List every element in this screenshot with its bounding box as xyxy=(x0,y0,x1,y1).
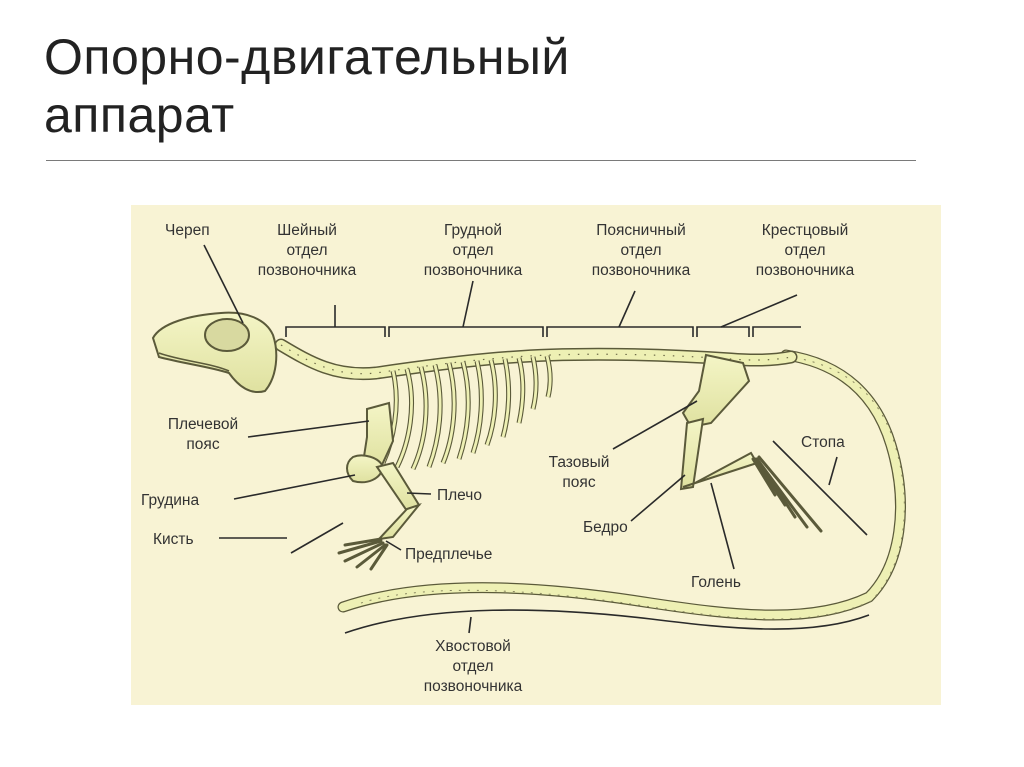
hand-bracket xyxy=(290,522,344,554)
label-shoulder-girdle-line-1: Плечевой xyxy=(168,416,238,433)
skeleton-illustration xyxy=(151,311,906,621)
label-cervical-line-2: отдел xyxy=(286,242,327,259)
label-sacral-line-2: отдел xyxy=(784,242,825,259)
label-pelvic-girdle-line-2: пояс xyxy=(562,474,595,491)
label-humerus: Плечо xyxy=(437,487,482,504)
skeleton-diagram-panel: Череп Шейный отдел позвоночника Грудной … xyxy=(131,205,941,705)
lizard-skeleton-diagram: Череп Шейный отдел позвоночника Грудной … xyxy=(141,222,906,695)
femur-bone xyxy=(679,417,705,491)
annotation-lines xyxy=(203,244,870,634)
skull-leader-line xyxy=(203,244,244,324)
diagram-labels: Череп Шейный отдел позвоночника Грудной … xyxy=(141,222,855,695)
title-divider xyxy=(46,160,916,161)
label-pelvic-girdle-line-1: Тазовый xyxy=(549,454,610,471)
label-thoracic-line-1: Грудной xyxy=(444,222,502,239)
label-forearm: Предплечье xyxy=(405,546,492,563)
forearm-leader-line xyxy=(385,540,402,551)
label-sacral-line-3: позвоночника xyxy=(756,262,855,279)
foot-bones xyxy=(751,455,823,533)
tail-bracket xyxy=(344,609,870,634)
slide-title-line-2: аппарат xyxy=(44,87,235,143)
label-hand: Кисть xyxy=(153,531,194,548)
femur-leader-line xyxy=(630,474,686,522)
label-foot: Стопа xyxy=(801,434,845,451)
label-lumbar-line-3: позвоночника xyxy=(592,262,691,279)
sternum-bone xyxy=(346,454,385,484)
label-tail-line-3: позвоночника xyxy=(424,678,523,695)
pelvic-girdle-bone xyxy=(681,353,751,429)
sternum-leader-line xyxy=(233,474,356,500)
humerus-bone xyxy=(375,461,421,513)
label-femur: Бедро xyxy=(583,519,628,536)
label-tail-line-2: отдел xyxy=(452,658,493,675)
sacral-bracket xyxy=(696,326,750,337)
pelvic-girdle-leader-line xyxy=(612,400,698,450)
label-skull: Череп xyxy=(165,222,210,239)
slide-title: Опорно-двигательный аппарат xyxy=(44,28,924,144)
shin-bone xyxy=(682,451,759,488)
skull-eye-socket xyxy=(204,318,250,352)
label-shin: Голень xyxy=(691,574,741,591)
label-lumbar-line-1: Поясничный xyxy=(596,222,686,239)
label-tail-line-1: Хвостовой xyxy=(435,638,511,655)
label-sacral-line-1: Крестцовый xyxy=(762,222,848,239)
thoracic-bracket xyxy=(388,326,544,337)
label-thoracic-line-3: позвоночника xyxy=(424,262,523,279)
shoulder-girdle-leader-line xyxy=(247,420,370,438)
label-lumbar-line-2: отдел xyxy=(620,242,661,259)
forearm-bone xyxy=(376,502,422,541)
label-thoracic-line-2: отдел xyxy=(452,242,493,259)
label-shoulder-girdle-line-2: пояс xyxy=(186,436,219,453)
label-sternum: Грудина xyxy=(141,492,199,509)
foot-bracket xyxy=(772,440,868,536)
tail-start-bracket xyxy=(752,326,801,337)
hand-bones xyxy=(337,537,389,571)
cervical-bracket xyxy=(285,326,386,337)
shin-leader-line xyxy=(710,482,735,570)
lumbar-bracket xyxy=(546,326,694,337)
humerus-leader-line xyxy=(406,492,432,495)
label-cervical-line-3: позвоночника xyxy=(258,262,357,279)
slide-title-line-1: Опорно-двигательный xyxy=(44,29,570,85)
label-cervical-line-1: Шейный xyxy=(277,222,337,239)
